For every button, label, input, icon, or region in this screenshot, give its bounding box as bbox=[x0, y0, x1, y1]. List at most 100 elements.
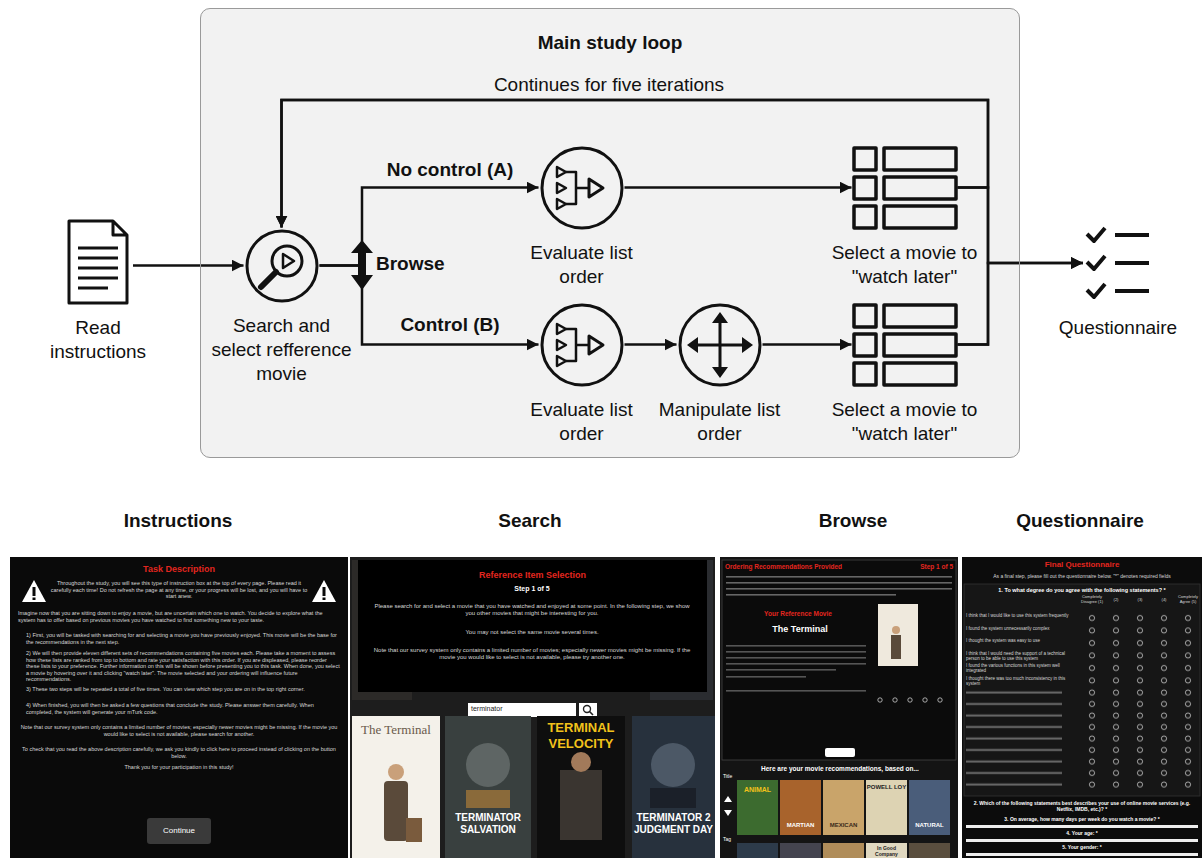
screenshot-text: terminator bbox=[471, 705, 571, 713]
screenshot-text: ANIMAL bbox=[737, 786, 778, 794]
browse-screenshot-part bbox=[923, 698, 927, 702]
checklist-icon bbox=[1083, 220, 1153, 306]
list-icon bbox=[852, 302, 958, 388]
step-label: Search and select refference movie bbox=[207, 314, 357, 386]
screenshot-text: 4) When finished, you will then be asked… bbox=[26, 702, 340, 715]
step-label: Questionnaire bbox=[1048, 316, 1188, 340]
list-icon-part bbox=[854, 363, 876, 385]
screenshot-text: Here are your movie recommendations, bas… bbox=[722, 765, 958, 773]
step-node: Evaluate list order bbox=[507, 302, 657, 446]
browse-screenshot-part bbox=[724, 810, 732, 816]
connector bbox=[625, 343, 677, 346]
screenshot-text: The Terminal bbox=[352, 722, 440, 738]
document-icon bbox=[63, 218, 133, 306]
search-screenshot-part bbox=[384, 781, 408, 841]
browse-screenshot-part bbox=[893, 698, 897, 702]
screenshot-text: Thank you for your participation in this… bbox=[18, 764, 340, 771]
list-icon bbox=[852, 145, 958, 231]
edge-label: No control (A) bbox=[384, 160, 517, 180]
checklist-icon-part bbox=[1115, 235, 1149, 291]
step-node: Select a movie to "watch later" bbox=[820, 145, 990, 289]
questionnaire-screenshot-part bbox=[962, 557, 1202, 858]
step-node: Questionnaire bbox=[1048, 220, 1188, 340]
instructions-screenshot bbox=[10, 557, 348, 858]
screenshot-text: NATURAL bbox=[909, 822, 950, 829]
list-order-icon-part bbox=[566, 329, 589, 361]
questionnaire-screenshot-part bbox=[1080, 687, 1200, 791]
list-icon-part bbox=[884, 177, 956, 199]
screenshot-text: To check that you read the above descrip… bbox=[18, 746, 340, 759]
list-icon bbox=[852, 302, 958, 388]
screenshot-text: 5. Your gender: * bbox=[966, 844, 1198, 850]
list-order-icon-part bbox=[557, 324, 566, 366]
connector bbox=[133, 264, 244, 267]
step-label: Manipulate list order bbox=[645, 398, 795, 446]
document-icon-part bbox=[78, 248, 118, 288]
browse-screenshot-part bbox=[726, 663, 866, 665]
screenshot-text: I found the various functions in this sy… bbox=[966, 663, 1076, 674]
questionnaire-screenshot-part bbox=[966, 825, 1198, 828]
screenshot-text: 4. Your age: * bbox=[966, 830, 1198, 836]
connector bbox=[282, 100, 989, 345]
screenshot-text: Imagine now that you are sitting down to… bbox=[18, 610, 340, 623]
search-screenshot-part bbox=[358, 560, 707, 692]
browse-screenshot-part bbox=[823, 843, 864, 858]
screenshot-text: Step 1 of 5 bbox=[898, 563, 953, 571]
screenshot-text: POWELL LOY bbox=[866, 784, 907, 791]
list-icon-part bbox=[854, 177, 876, 199]
browse-screenshot-part bbox=[737, 780, 778, 835]
browse-screenshot-part bbox=[726, 651, 866, 653]
search-screenshot-part bbox=[590, 712, 594, 716]
checklist-icon-part bbox=[1087, 228, 1105, 297]
screenshot-text: Title bbox=[723, 773, 753, 779]
screenshot-text: Continue bbox=[147, 826, 211, 836]
screenshot-text: 2. Which of the following statements bes… bbox=[966, 800, 1198, 812]
instructions-screenshot-part bbox=[33, 598, 36, 601]
step-label: Read instructions bbox=[43, 316, 153, 364]
list-icon-part bbox=[884, 363, 956, 385]
screenshot-text: 2) We will then provide eleven different… bbox=[26, 650, 340, 683]
screenshot-text: I think that I would like to use this sy… bbox=[966, 613, 1076, 618]
list-icon-part bbox=[854, 305, 876, 327]
screenshot-text: Reference Item Selection bbox=[380, 570, 685, 581]
instructions-screenshot-part bbox=[22, 580, 46, 602]
section-heading: Browse bbox=[793, 510, 913, 533]
loop-panel-ground bbox=[200, 8, 1020, 458]
screenshot-text: Throughout the study, you will see this … bbox=[50, 580, 308, 600]
instructions-screenshot-part bbox=[10, 557, 348, 858]
questionnaire-screenshot bbox=[962, 557, 1202, 858]
screenshot-text: I thought there was too much inconsisten… bbox=[966, 676, 1076, 687]
branch-label: Browse bbox=[376, 254, 456, 274]
screenshot-text: Please search for and select a movie tha… bbox=[372, 603, 692, 617]
checklist-icon bbox=[1083, 220, 1153, 306]
move-arrows-icon-part bbox=[687, 312, 753, 378]
browse-screenshot bbox=[720, 557, 958, 858]
browse-screenshot-part bbox=[720, 557, 958, 858]
search-screenshot-part bbox=[650, 788, 696, 808]
search-screenshot-part bbox=[571, 752, 591, 772]
list-order-icon-part bbox=[566, 172, 589, 204]
search-screenshot-part bbox=[388, 764, 404, 780]
search-screenshot-part bbox=[632, 716, 715, 858]
search-screenshot-part bbox=[350, 557, 715, 858]
browse-screenshot-part bbox=[780, 843, 821, 858]
move-arrows-icon-part bbox=[693, 318, 747, 372]
document-icon bbox=[63, 218, 133, 306]
list-icon-part bbox=[884, 148, 956, 170]
screenshot-text: Completely Disagree (1) bbox=[1081, 595, 1103, 605]
screenshot-text: Completely Agree (5) bbox=[1177, 595, 1199, 605]
questionnaire-screenshot-part bbox=[966, 839, 1198, 842]
list-icon-part bbox=[854, 148, 876, 170]
screenshot-text: Note that our survey system only contain… bbox=[372, 647, 692, 661]
section-heading: Instructions bbox=[98, 510, 258, 533]
list-order-icon-part bbox=[542, 148, 622, 228]
screenshot-text: You may not select the same movie severa… bbox=[372, 629, 692, 636]
search-screenshot-part bbox=[584, 706, 591, 713]
screenshot-text: 3. On average, how many days per week do… bbox=[966, 816, 1198, 822]
search-icon-part bbox=[247, 231, 317, 301]
screenshot-text: 1) First, you will be tasked with search… bbox=[26, 632, 340, 645]
questionnaire-screenshot-part bbox=[966, 853, 1198, 856]
list-order-icon-part bbox=[589, 336, 603, 354]
browse-screenshot-part bbox=[878, 698, 882, 702]
